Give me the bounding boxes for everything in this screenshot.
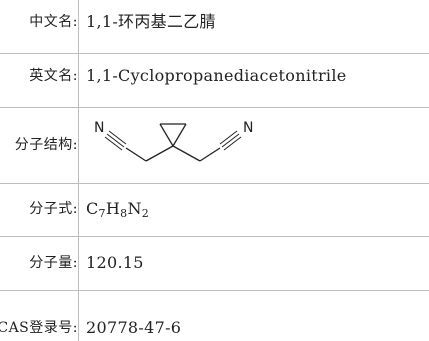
formula-count: 7	[98, 207, 106, 220]
bond-line	[104, 136, 123, 151]
bond-line	[159, 123, 174, 147]
label-chinese-name: 中文名:	[29, 14, 78, 30]
atom-label-n-right: N	[243, 120, 253, 136]
value-molecular-weight: 120.15	[86, 253, 144, 272]
label-structure: 分子结构:	[14, 137, 78, 153]
bond-line	[125, 147, 147, 162]
atom-label-n-left: N	[94, 120, 104, 136]
formula-count: 2	[141, 207, 150, 220]
row-divider	[0, 53, 429, 54]
formula-element: H	[105, 199, 121, 218]
bond-line	[108, 130, 127, 145]
row-divider	[0, 290, 429, 291]
row-divider	[0, 236, 429, 237]
formula-count: 8	[120, 207, 128, 220]
bond-line	[219, 130, 238, 145]
bond-line	[199, 147, 221, 162]
bond-line	[106, 133, 125, 148]
bond-line	[172, 123, 187, 147]
molecule-structure: N N	[94, 120, 253, 162]
label-molecular-weight: 分子量:	[29, 255, 78, 271]
label-english-name: 英文名:	[29, 68, 78, 84]
bond-line	[223, 136, 242, 151]
value-english-name: 1,1-Cyclopropanediacetonitrile	[86, 66, 347, 85]
bond-line	[221, 133, 240, 148]
row-divider	[0, 107, 429, 108]
value-cas-number: 20778-47-6	[86, 318, 182, 337]
formula-element: N	[127, 199, 142, 218]
value-formula: C7H8N2	[86, 199, 150, 220]
label-formula: 分子式:	[29, 201, 78, 217]
bond-line	[145, 145, 174, 162]
row-divider	[0, 183, 429, 184]
formula-element: C	[86, 199, 99, 218]
bond-line	[172, 145, 201, 162]
column-divider	[78, 0, 79, 341]
value-chinese-name: 1,1-环丙基二乙腈	[86, 12, 216, 31]
label-cas-number: CAS登录号:	[0, 320, 78, 336]
